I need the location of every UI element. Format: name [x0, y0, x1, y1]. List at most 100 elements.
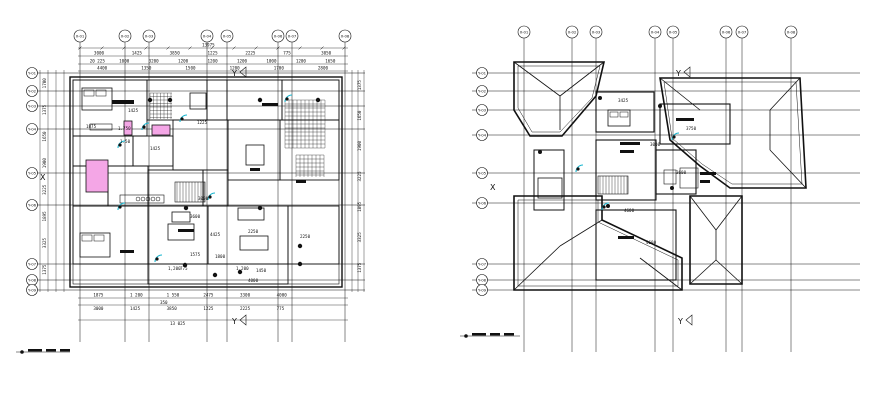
- door-marker: [602, 205, 606, 209]
- dimension-tick: [298, 46, 302, 50]
- dimension-tick: [320, 46, 324, 50]
- column-marker: [598, 96, 602, 100]
- dimension-label: 1650: [357, 110, 362, 121]
- room-wall: [226, 79, 283, 121]
- dimension-label: 1375: [42, 264, 47, 275]
- grid-bubble-label: X-04: [203, 33, 212, 38]
- grid-bubble-label: X-08: [787, 29, 796, 34]
- pillow: [93, 234, 105, 242]
- grid-bubble-label: Y-03: [478, 107, 487, 112]
- dimension-label: 1200: [208, 59, 219, 64]
- grid-bubble-left: Y-01: [26, 67, 38, 79]
- door-marker: [672, 135, 676, 139]
- grid-bubble-label: X-07: [288, 33, 297, 38]
- grid-bubble-label: Y-03: [28, 103, 37, 108]
- grid-bubble-label: Y-09: [478, 287, 487, 292]
- grid-bubble-top: X-05: [666, 25, 680, 39]
- dimension-label: 3300: [240, 293, 251, 298]
- roof-hip-line: [639, 257, 683, 291]
- room-wall: [595, 209, 677, 281]
- room-label-block: [178, 229, 194, 232]
- sofa: [239, 235, 269, 251]
- dimension-label: 1000: [266, 59, 277, 64]
- column-marker: [315, 97, 321, 103]
- dimension-label: 3225: [357, 171, 362, 182]
- grid-bubble-left: Y-04: [476, 129, 488, 141]
- grid-bubble-top: X-04: [200, 29, 214, 43]
- room-dimension: 1575: [190, 252, 201, 257]
- grid-bubble-circle: [565, 25, 579, 39]
- scale-bar-block: [504, 333, 514, 336]
- door-marker: [118, 205, 122, 209]
- room-dimension: 4600: [646, 240, 657, 245]
- grid-bubble-top: X-03: [589, 25, 603, 39]
- pillow: [83, 89, 95, 97]
- bed: [607, 109, 631, 127]
- grid-bubble-left: Y-02: [26, 85, 38, 97]
- axis-arrow: [239, 314, 247, 326]
- dimension-label: 2225: [245, 51, 256, 56]
- dimension-label: 1900: [42, 158, 47, 169]
- room-dimension: 1.50: [120, 139, 131, 144]
- grid-bubble-top: X-06: [271, 29, 285, 43]
- dimension-label: 20 225: [90, 59, 106, 64]
- dimension-tick: [232, 46, 236, 50]
- grid-bubble-top: X-08: [784, 25, 798, 39]
- grid-bubble-circle: [200, 29, 214, 43]
- dimension-label: 1650: [42, 131, 47, 142]
- dimension-tick: [166, 46, 170, 50]
- grid-bubble-top: X-02: [118, 29, 132, 43]
- door-swing: [179, 114, 188, 123]
- scale-bar-block: [490, 333, 500, 336]
- roof-hip-line: [769, 149, 807, 189]
- grid-bubble-circle: [648, 25, 662, 39]
- grid-bubble-label: X-06: [722, 29, 731, 34]
- dimension-label: 3850: [167, 306, 178, 311]
- grid-bubble-circle: [735, 25, 749, 39]
- grid-bubble-top: X-01: [517, 25, 531, 39]
- stove-burner: [140, 196, 146, 202]
- room-dimension: 4600: [624, 208, 635, 213]
- grid-bubble-circle: [26, 123, 38, 135]
- door-marker: [208, 195, 212, 199]
- column-marker: [257, 97, 263, 103]
- bed: [81, 87, 113, 111]
- dimension-label: 1375: [42, 104, 47, 115]
- grid-bubble-circle: [589, 25, 603, 39]
- grid-bubble-circle: [476, 104, 488, 116]
- column-marker: [670, 186, 674, 190]
- grid-bubble-top: X-08: [338, 29, 352, 43]
- room-label-block: [618, 236, 634, 239]
- grid-bubble-label: X-01: [76, 33, 85, 38]
- roof-hip-line: [513, 245, 561, 291]
- room-wall: [537, 177, 563, 199]
- dimension-label: 3050: [321, 51, 332, 56]
- axis-mark: Y: [231, 69, 237, 78]
- grid-bubble-circle: [285, 29, 299, 43]
- room-dimension: 3000: [650, 142, 661, 147]
- door-marker: [142, 125, 146, 129]
- grid-bubble-circle: [517, 25, 531, 39]
- room-dimension: 3600: [190, 214, 201, 219]
- grid-bubble-circle: [220, 29, 234, 43]
- room-dimension: 1450: [256, 268, 267, 273]
- dimension-label: 2225: [240, 306, 251, 311]
- door-swing: [671, 132, 680, 141]
- door-swing: [117, 140, 126, 149]
- grid-bubble-left: Y-08: [476, 274, 488, 286]
- column-marker: [167, 97, 173, 103]
- bathtub: [85, 159, 109, 193]
- room-dimension: 3750: [686, 126, 697, 131]
- door-marker: [155, 257, 159, 261]
- room-label-block: [620, 142, 640, 145]
- room-dimension: 4425: [210, 232, 221, 237]
- column-marker: [606, 204, 610, 208]
- room-dimension: 2250: [248, 229, 259, 234]
- room-dimension: 4000: [248, 278, 259, 283]
- grid-bubble-left: Y-01: [476, 67, 488, 79]
- dimension-label: 1200: [178, 59, 189, 64]
- door-swing: [601, 202, 610, 211]
- dimension-tick: [144, 46, 148, 50]
- grid-bubble-left: Y-07: [26, 258, 38, 270]
- roof-hip-line: [715, 259, 743, 285]
